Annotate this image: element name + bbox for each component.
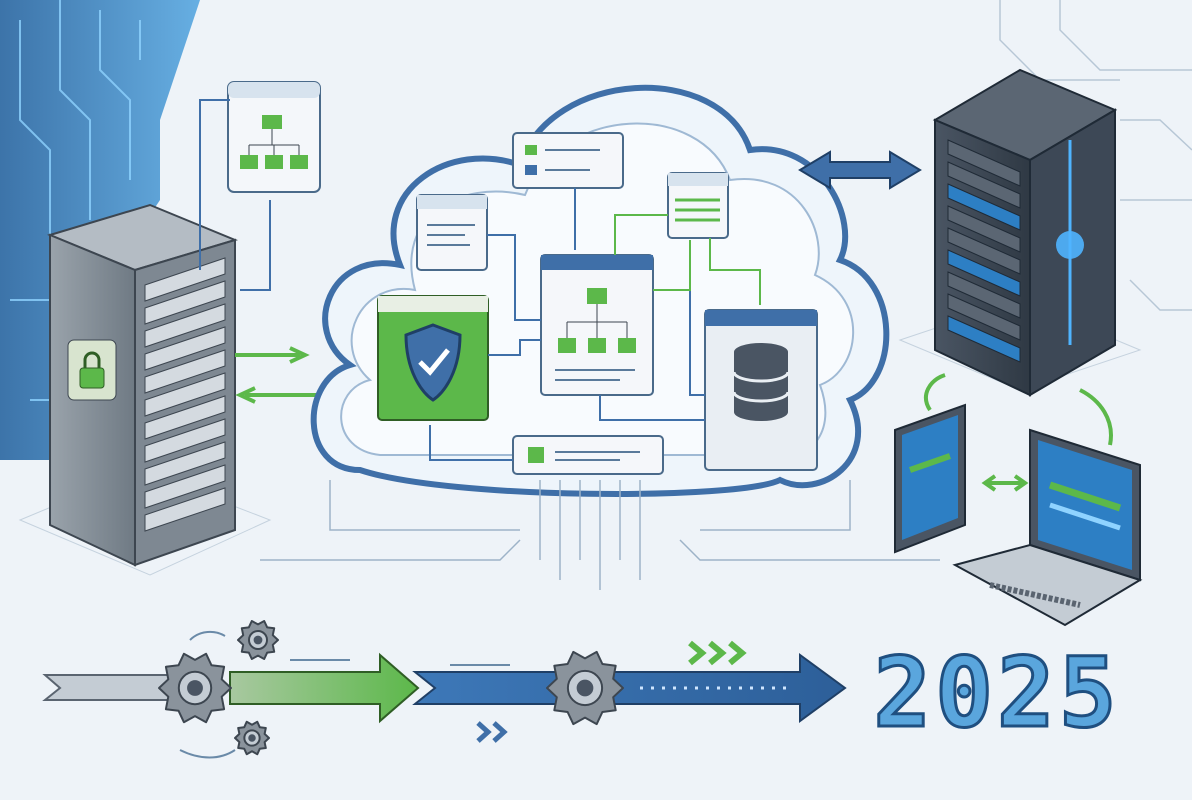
chevrons-icon <box>476 721 508 743</box>
server-slot <box>947 271 1021 319</box>
server-slot <box>144 280 226 325</box>
org-chart-window <box>227 81 321 193</box>
bidirectional-arrow-left-cloud <box>235 346 325 404</box>
shield-check-icon <box>377 295 489 421</box>
gear-icon <box>234 720 270 756</box>
server-slot <box>947 183 1021 231</box>
connector-arrow <box>199 99 271 291</box>
year-display: 2025 <box>872 648 1120 738</box>
process-flow <box>42 620 847 759</box>
server-slot <box>144 257 226 302</box>
circuit-lines-bottom <box>260 480 940 590</box>
gear-icon <box>158 652 232 724</box>
server-slot <box>144 349 226 394</box>
chevrons-icon <box>688 640 747 666</box>
window-status-bar <box>512 435 664 475</box>
window-table <box>667 172 729 239</box>
circuit-lines-right <box>999 0 1192 311</box>
window-org-chart-center <box>540 254 654 396</box>
green-arrow <box>229 652 420 724</box>
server-slot <box>144 418 226 463</box>
server-slot <box>144 487 226 532</box>
server-slot <box>144 441 226 486</box>
server-slot <box>947 227 1021 275</box>
server-rack-left <box>47 203 238 567</box>
year-label: 2025 <box>873 648 1120 738</box>
blue-arrow <box>412 653 847 723</box>
gear-icon <box>546 650 624 726</box>
server-slot <box>947 139 1021 187</box>
server-slot <box>144 303 226 348</box>
server-slot <box>947 205 1021 253</box>
server-rack-right <box>932 68 1118 397</box>
bidirectional-arrow-cloud-server <box>798 150 922 190</box>
server-slot <box>947 293 1021 341</box>
server-slot <box>144 464 226 509</box>
laptop-icon <box>952 428 1143 627</box>
server-slot <box>947 315 1021 363</box>
gear-icon <box>237 620 279 660</box>
sync-arrows-devices <box>924 373 1113 492</box>
server-slot <box>144 372 226 417</box>
ui-windows <box>377 132 818 475</box>
cloud-connectors-green <box>614 214 761 305</box>
database-icon <box>704 309 818 471</box>
server-slot <box>947 161 1021 209</box>
cloud-connectors <box>429 188 705 461</box>
window-text-left <box>416 194 488 271</box>
server-slot <box>144 326 226 371</box>
server-slot <box>144 395 226 440</box>
server-slot <box>947 249 1021 297</box>
window-top-note <box>512 132 624 189</box>
tablet-icon <box>894 403 966 554</box>
